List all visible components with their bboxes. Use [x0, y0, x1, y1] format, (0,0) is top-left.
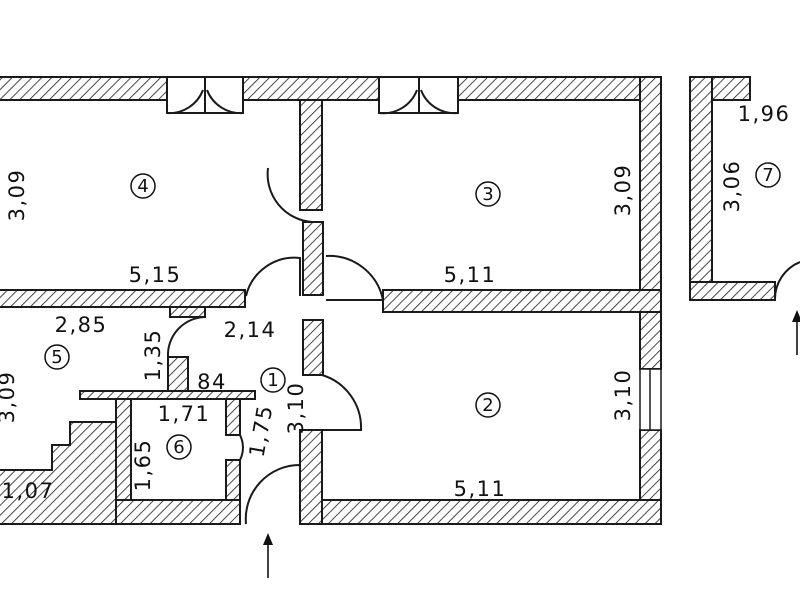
svg-text:3: 3 — [482, 184, 493, 205]
dim-room2-width: 5,11 — [454, 477, 507, 501]
center-wall-mid — [302, 221, 324, 296]
svg-text:5: 5 — [51, 347, 62, 368]
entry-arrows — [263, 310, 800, 578]
dim-room7-width: 1,96 — [738, 102, 791, 126]
svg-text:6: 6 — [173, 437, 184, 458]
double-door-room3 — [378, 76, 459, 115]
partition-5-top — [169, 306, 206, 318]
dim-room5-small: 1,35 — [141, 329, 165, 382]
dim-room6-side: 1,75 — [245, 403, 278, 459]
walls — [0, 76, 776, 525]
dim-room3-height: 3,09 — [611, 164, 635, 217]
room-number-4: 4 — [130, 173, 156, 199]
ledge-84 — [79, 390, 256, 400]
dim-entry-width: 1,07 — [2, 479, 55, 503]
room6-bottom-wall — [115, 499, 241, 525]
dim-room2-height: 3,10 — [611, 369, 635, 422]
center-wall-bottom — [299, 429, 323, 525]
dim-corridor-step: 84 — [197, 370, 227, 394]
center-wall-top — [299, 99, 323, 211]
dim-room3-width: 5,11 — [444, 263, 497, 287]
dim-room6-width: 1,71 — [158, 402, 211, 426]
dim-room7-height: 3,06 — [720, 160, 744, 213]
svg-text:2: 2 — [482, 395, 493, 416]
center-wall-low — [302, 319, 324, 376]
door-1-5 — [166, 316, 206, 358]
doors — [166, 76, 800, 525]
wall-3-2 — [382, 289, 662, 313]
door-1-2 — [321, 374, 363, 431]
svg-text:1: 1 — [267, 370, 278, 391]
top-wall-mid — [242, 76, 380, 101]
dim-corridor-width: 2,14 — [224, 318, 277, 342]
door-6 — [239, 434, 244, 461]
room-number-5: 5 — [44, 344, 70, 370]
double-door-room4 — [166, 76, 244, 115]
wall-4-5 — [0, 289, 246, 308]
bottom-wall-right — [299, 499, 662, 525]
svg-text:4: 4 — [137, 176, 148, 197]
dim-room5-width: 2,85 — [55, 313, 108, 337]
svg-text:7: 7 — [762, 165, 773, 186]
right-wall-upper — [639, 76, 662, 370]
door-4-3 — [266, 167, 313, 223]
entry-block — [0, 421, 117, 525]
room-number-6: 6 — [166, 434, 192, 460]
room7-left-wall — [689, 76, 713, 301]
door-room7 — [773, 261, 800, 301]
top-wall-left — [0, 76, 168, 101]
dim-room5-height: 3,09 — [0, 371, 19, 424]
top-wall-right — [457, 76, 662, 101]
partition-5-vertical — [167, 356, 189, 392]
dim-room4-height: 3,09 — [5, 169, 29, 222]
room-number-2: 2 — [475, 392, 501, 418]
room-numbers: 4 3 7 5 1 2 6 — [44, 162, 781, 460]
dim-room4-width: 5,15 — [129, 263, 182, 287]
dimension-labels: 3,09 5,15 5,11 3,09 1,96 3,06 2,85 3,09 … — [0, 102, 791, 503]
room7-bottom-wall — [689, 281, 776, 301]
door-1-3 — [325, 254, 385, 301]
door-1-4 — [245, 256, 301, 297]
room6-right-wall — [225, 398, 241, 436]
room-number-3: 3 — [475, 181, 501, 207]
entrance-door — [244, 463, 301, 525]
room-number-7: 7 — [755, 162, 781, 188]
dim-room6-height: 1,65 — [131, 439, 155, 492]
room-number-1: 1 — [260, 367, 286, 393]
dim-corridor-height: 3,10 — [284, 382, 308, 435]
